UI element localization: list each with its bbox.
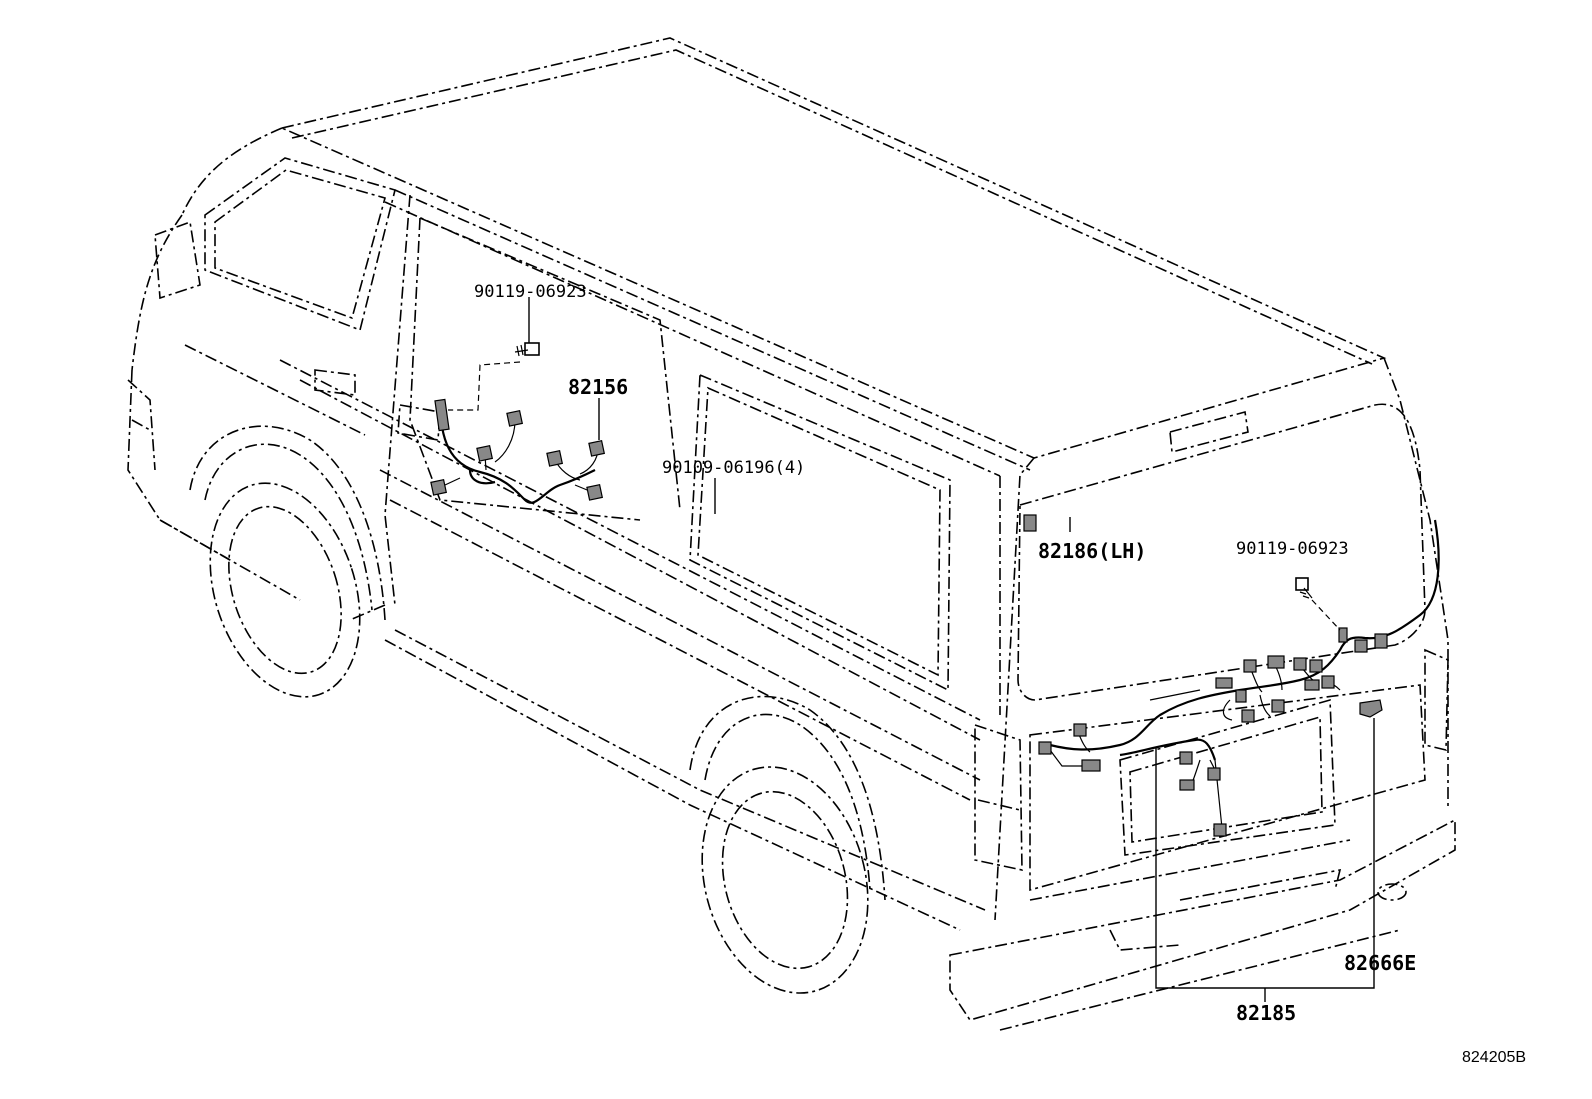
label-harness-door: 82156	[568, 375, 628, 399]
label-bolt-rear: 90119-06923	[1236, 539, 1349, 559]
label-clip: 90109-06196(4)	[662, 458, 805, 478]
diagram-code: 824205B	[1462, 1049, 1526, 1066]
rear-door-harness	[1023, 514, 1440, 837]
label-protector: 82666E	[1344, 951, 1416, 975]
bolt-icon	[514, 342, 540, 357]
side-door-harness	[430, 342, 606, 504]
label-harness-main: 82185	[1236, 1001, 1296, 1025]
bolt-icon-rear	[1295, 577, 1313, 599]
label-harness-lh: 82186(LH)	[1038, 539, 1146, 563]
leader-lines	[528, 297, 1375, 1002]
label-bolt-side: 90119-06923	[474, 282, 587, 302]
van-body-outline	[127, 37, 1456, 1031]
